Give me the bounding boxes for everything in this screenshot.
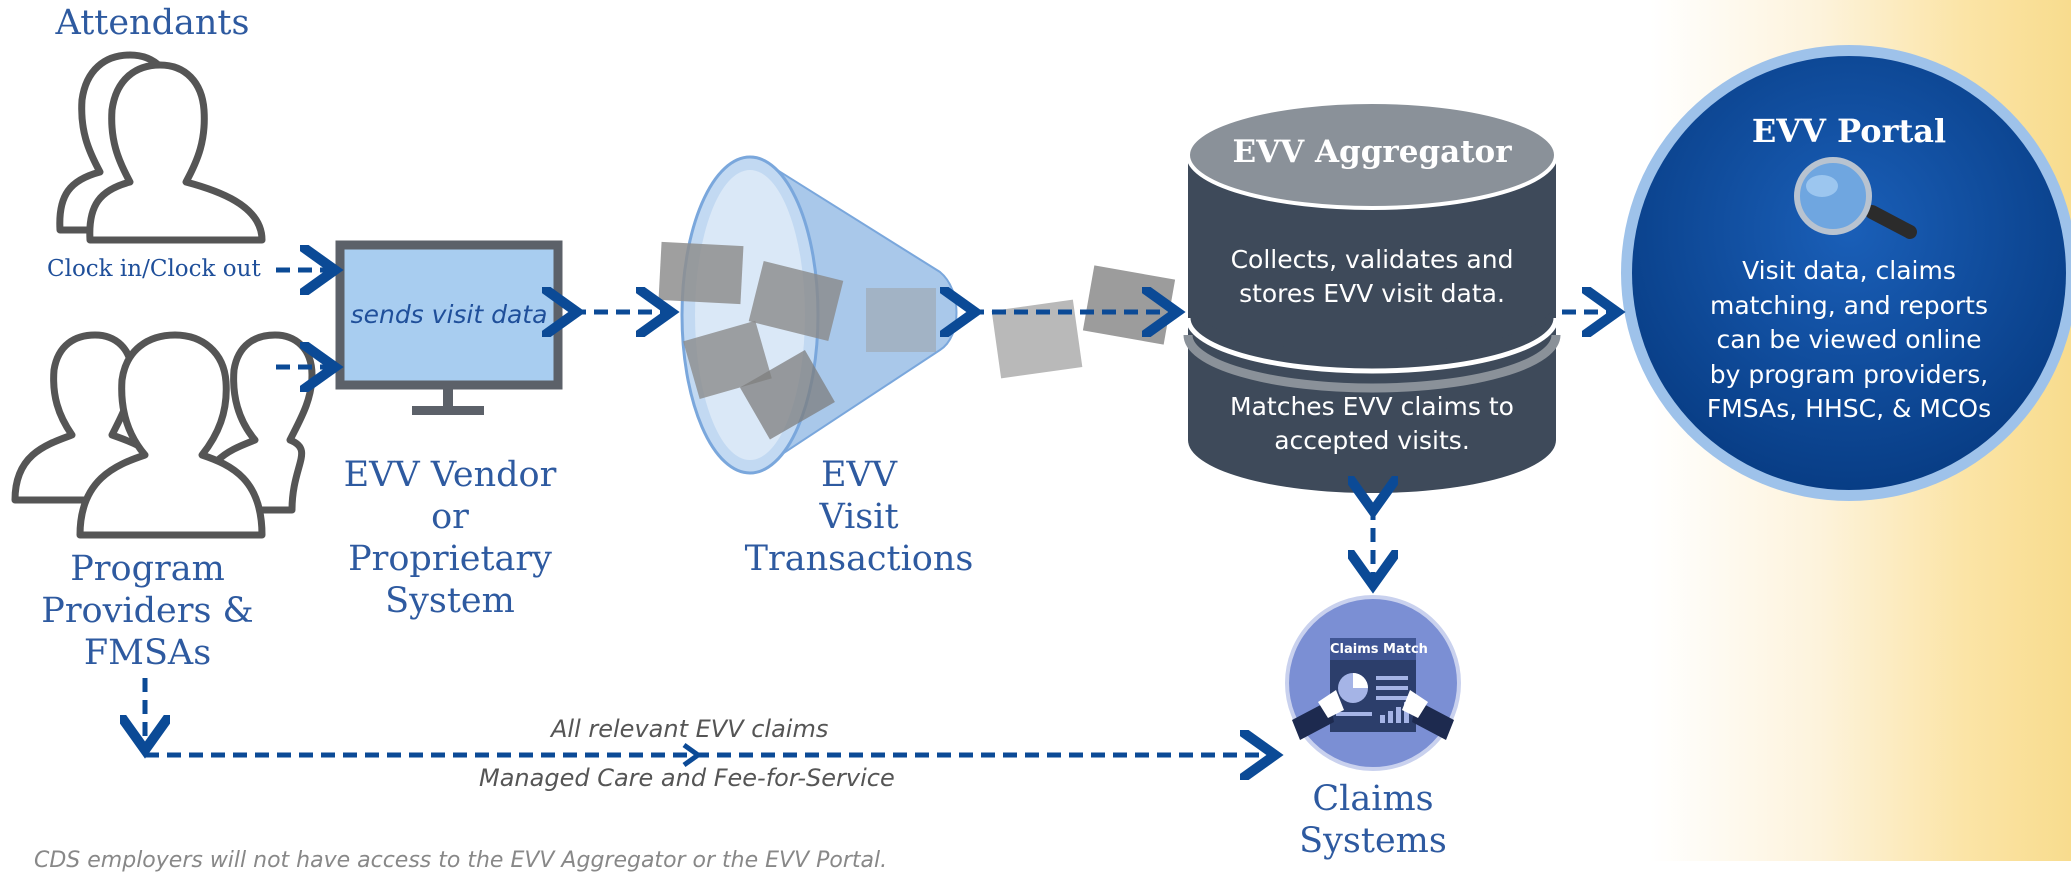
claims-systems-label: Claims Systems: [1263, 778, 1483, 862]
aggregator-bottom-text-line: accepted visits.: [1274, 426, 1470, 455]
transactions-label-line: Visit: [819, 497, 899, 537]
claims-icon: [1285, 595, 1461, 771]
portal-title: EVV Portal: [1751, 112, 1947, 150]
vendor-label-line: System: [385, 581, 515, 621]
portal-circle: [1621, 45, 2071, 501]
aggregator-bottom-text: Matches EVV claims to accepted visits.: [1188, 390, 1556, 458]
transaction-cards-icon: [991, 265, 1176, 379]
portal-text-line: by program providers,: [1709, 359, 1989, 389]
attendants-icon: [56, 51, 266, 244]
program-providers-label-line: FMSAs: [83, 633, 212, 673]
program-providers-label-line: Program: [70, 549, 225, 589]
portal-text-line: can be viewed online: [1716, 325, 1982, 354]
aggregator-top-text: Collects, validates and stores EVV visit…: [1188, 243, 1556, 311]
magnifier-icon: [1794, 157, 1917, 239]
aggregator-top-text-line: stores EVV visit data.: [1239, 279, 1505, 308]
aggregator-cylinder: [1183, 100, 1561, 493]
claims-flow-bottom-label: Managed Care and Fee-for-Service: [479, 764, 895, 792]
claims-systems-label-line: Systems: [1299, 821, 1447, 861]
aggregator-title: EVV Aggregator: [1232, 134, 1512, 170]
claims-flow-top-label: All relevant EVV claims: [551, 715, 829, 743]
aggregator-bottom-text-line: Matches EVV claims to: [1230, 392, 1514, 421]
transactions-label: EVV Visit Transactions: [730, 454, 988, 580]
transactions-label-line: Transactions: [744, 539, 974, 579]
attendants-label: Attendants: [55, 3, 250, 43]
vendor-label-line: EVV Vendor: [343, 455, 557, 495]
transactions-funnel-icon: [658, 155, 958, 475]
program-providers-label: Program Providers & FMSAs: [20, 548, 275, 674]
portal-text: Visit data, claims matching, and reports…: [1680, 254, 2018, 427]
claims-systems-label-line: Claims: [1312, 779, 1434, 819]
arrow-claims-midhead: [682, 742, 703, 768]
vendor-label: EVV Vendor or Proprietary System: [330, 454, 570, 622]
portal-text-line: matching, and reports: [1710, 290, 1988, 320]
portal-text-line: FMSAs, HHSC, & MCOs: [1706, 394, 1992, 423]
monitor-icon: [335, 240, 563, 415]
program-providers-label-line: Providers &: [41, 591, 254, 631]
vendor-label-line: Proprietary: [348, 539, 552, 579]
monitor-screen-text: sends visit data: [350, 300, 548, 329]
portal-text-line: Visit data, claims: [1742, 256, 1956, 285]
aggregator-top-text-line: Collects, validates and: [1230, 245, 1514, 274]
clock-label: Clock in/Clock out: [47, 256, 261, 282]
claims-match-badge: Claims Match: [1330, 642, 1428, 657]
program-providers-icon: [11, 331, 316, 539]
transactions-label-line: EVV: [820, 455, 898, 495]
vendor-label-line: or: [431, 497, 469, 537]
